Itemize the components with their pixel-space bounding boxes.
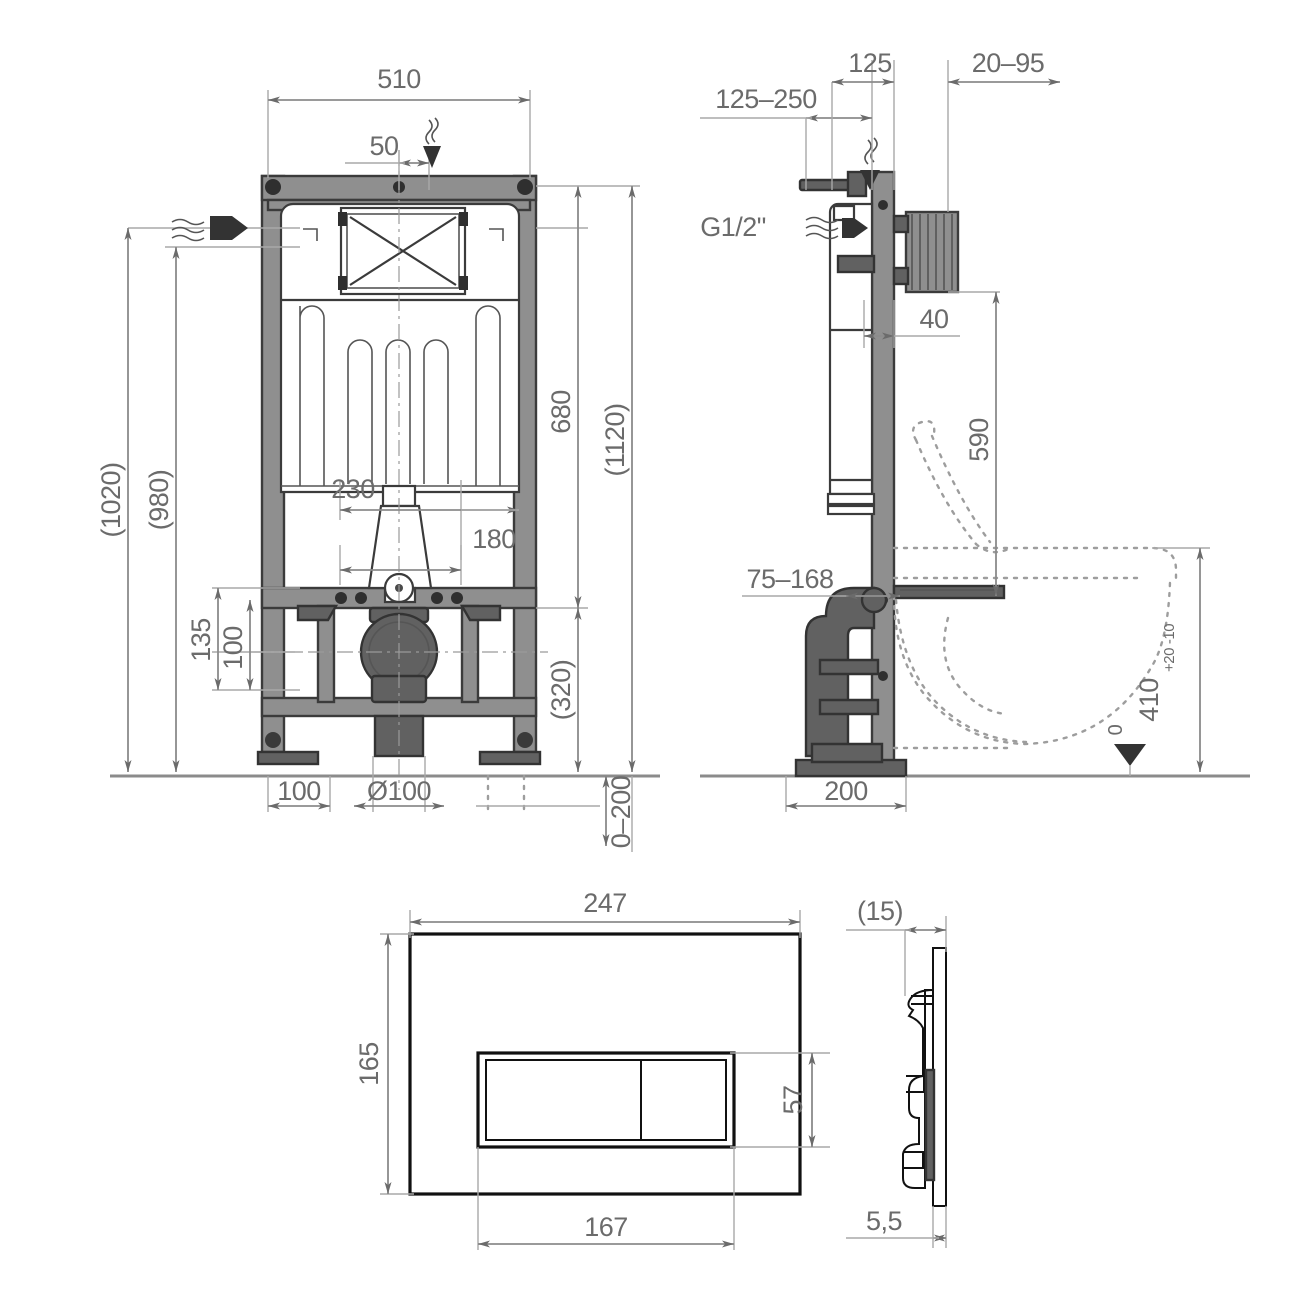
dim-1120: (1120) <box>536 185 640 772</box>
dim-125-250: 125–250 <box>700 60 873 190</box>
dim-590-label: 590 <box>964 418 994 462</box>
dim-100-foot-label: 100 <box>277 776 321 806</box>
dim-200-label: 200 <box>824 776 868 806</box>
dim-15-label: (15) <box>857 896 903 926</box>
dim-680-label: 680 <box>546 390 576 434</box>
dim-320: (320) <box>546 608 582 772</box>
inspection-box <box>892 210 960 294</box>
dim-foot-100: 100 <box>267 776 331 812</box>
side-cistern <box>798 137 880 516</box>
dim-seat-height: 410 +20 -10 <box>1134 547 1210 772</box>
plate-side-view: (15) 5,5 <box>846 896 947 1248</box>
dim-980-label: (980) <box>144 470 174 531</box>
dim-320-label: (320) <box>546 660 576 721</box>
dim-overall-width: 510 <box>267 64 531 178</box>
dim-165-label: 165 <box>354 1042 384 1086</box>
dim-flush-offset: 50 <box>345 117 441 190</box>
dim-180-label: 180 <box>472 524 516 554</box>
dim-1120-label: (1120) <box>600 403 630 476</box>
wc-bracket-bar <box>892 584 1006 600</box>
dim-plate-width: 247 <box>409 888 801 938</box>
g-half-inlet-arrow-icon: G1/2" <box>700 212 868 242</box>
dim-135-100: 135 100 <box>186 587 300 691</box>
dim-d100-label: Ø100 <box>367 776 431 806</box>
dim-plate-thickness: 5,5 <box>846 1206 947 1248</box>
dim-57-label: 57 <box>778 1085 808 1114</box>
dim-510-label: 510 <box>377 64 421 94</box>
dim-135-label: 135 <box>186 618 216 662</box>
datum-marker: 0 <box>1105 724 1146 776</box>
dim-floor-adjust: 0–200 <box>476 774 636 852</box>
dim-75-168-label: 75–168 <box>746 564 833 594</box>
dim-980: (980) <box>144 246 300 772</box>
dim-410-tol-minus: -10 <box>1161 624 1178 644</box>
cistern-body <box>279 202 521 494</box>
side-outlet-bend <box>804 586 888 764</box>
dim-outlet-diameter: Ø100 <box>354 756 444 812</box>
flush-pipe <box>367 484 433 604</box>
flush-down-arrow-icon <box>423 117 441 168</box>
dim-167-label: 167 <box>584 1212 628 1242</box>
dim-1020-label: (1020) <box>96 462 126 537</box>
dim-100v-label: 100 <box>218 626 248 670</box>
dim-125-label: 125 <box>848 48 892 78</box>
wc-bowl-outline <box>892 420 1178 750</box>
plate-mechanism-profile <box>902 989 934 1189</box>
flush-plate-body <box>408 932 802 1196</box>
dim-button-width: 167 <box>477 1147 735 1250</box>
dim-50-label: 50 <box>369 131 398 161</box>
dim-plate-height: 165 <box>354 933 414 1195</box>
dim-410-label: 410 <box>1134 678 1164 722</box>
dim-button-height: 57 <box>730 1052 830 1148</box>
dim-1020: (1020) <box>96 228 132 772</box>
dim-40-label: 40 <box>919 304 948 334</box>
dim-410-tol-plus: +20 <box>1161 648 1178 672</box>
front-view-frame: 510 50 (1020) <box>96 64 660 852</box>
dim-590: 590 <box>948 291 1000 596</box>
water-inlet-arrow-icon <box>128 216 300 242</box>
dim-680: 680 <box>536 186 588 609</box>
dim-125-250-label: 125–250 <box>715 84 817 114</box>
plate-front-view: 247 165 167 57 <box>354 888 830 1250</box>
label-g-half: G1/2" <box>700 212 766 242</box>
dim-40: 40 <box>863 300 960 348</box>
side-view-frame: G1/2" <box>700 48 1250 812</box>
dim-0-200-label: 0–200 <box>606 776 636 849</box>
flush-buttons[interactable] <box>476 1051 736 1149</box>
dim-20-95-label: 20–95 <box>972 48 1045 78</box>
dim-20-95: 20–95 <box>947 48 1060 212</box>
dim-5-5-label: 5,5 <box>866 1206 902 1236</box>
dim-247-label: 247 <box>583 888 627 918</box>
dim-plate-depth: (15) <box>846 896 947 996</box>
dim-230-180: 230 180 <box>331 474 519 585</box>
dim-75-168: 75–168 <box>742 564 900 600</box>
datum-0-label: 0 <box>1105 724 1127 735</box>
dim-230-label: 230 <box>331 474 375 504</box>
dim-200: 200 <box>785 776 907 812</box>
dim-125: 125 <box>831 48 895 190</box>
